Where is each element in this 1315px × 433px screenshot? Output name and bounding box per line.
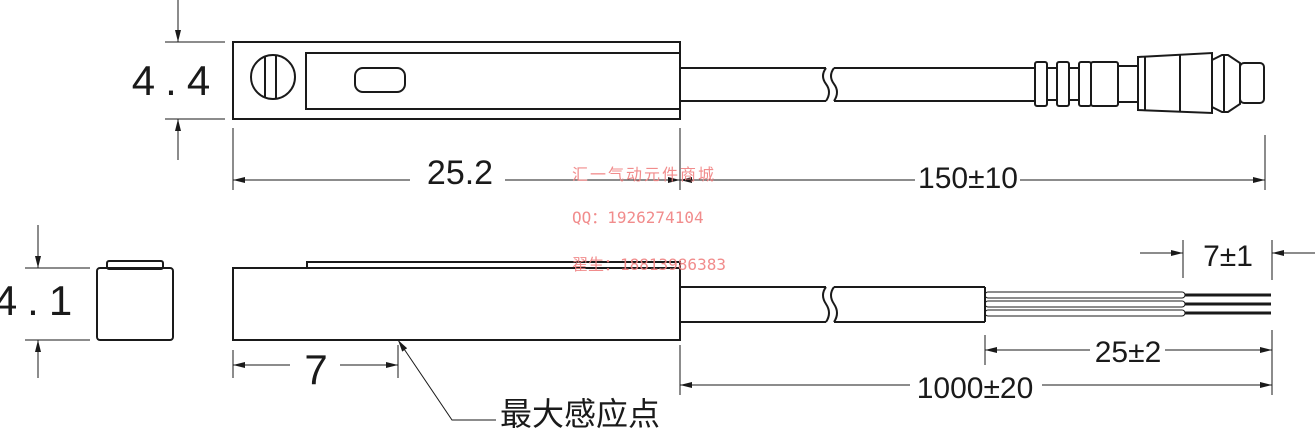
- cable-bottom: [680, 286, 986, 323]
- side-view: 4.1 7±1: [0, 225, 1315, 432]
- dim-label: 25.2: [427, 154, 493, 192]
- dim-length-top: 25.2 150±10: [232, 128, 1266, 195]
- sensor-body-side: [232, 267, 681, 341]
- screw-icon: [250, 54, 296, 100]
- cable-top: [680, 67, 1035, 102]
- watermark-shop: 汇一气动元件商城: [572, 165, 716, 184]
- dim-cable-length: 1000±20: [679, 345, 1272, 405]
- sensing-point-callout: 最大感应点: [397, 339, 660, 432]
- watermark-qq: QQ：1926274104: [572, 208, 704, 227]
- dim-sensing-offset: 7: [232, 345, 399, 393]
- dim-label: 25±2: [1095, 336, 1162, 369]
- dim-label: 1000±20: [917, 372, 1034, 405]
- sensor-cover: [305, 52, 681, 110]
- dim-label: 7±1: [1203, 240, 1253, 273]
- callout-label: 最大感应点: [500, 396, 660, 432]
- indicator-led: [354, 67, 406, 93]
- dim-label: 150±10: [918, 162, 1018, 195]
- dim-label: 4.1: [0, 277, 82, 324]
- dim-height-end: 4.1: [0, 225, 90, 378]
- dim-height-top: 4.4: [132, 0, 225, 160]
- dim-label: 7: [304, 346, 327, 393]
- dim-wire-strip: 7±1: [1140, 240, 1315, 280]
- top-view: 4.4 25.2 150±10: [132, 0, 1266, 195]
- end-view: [96, 260, 174, 341]
- dim-sheath-strip: 25±2: [984, 330, 1273, 395]
- m8-connector-icon: [1034, 51, 1265, 115]
- wires: [984, 291, 1271, 317]
- watermark-phone: 翟生：18813986383: [572, 255, 726, 274]
- watermark: 汇一气动元件商城 QQ：1926274104 翟生：18813986383: [572, 165, 726, 274]
- dim-label: 4.4: [132, 57, 220, 104]
